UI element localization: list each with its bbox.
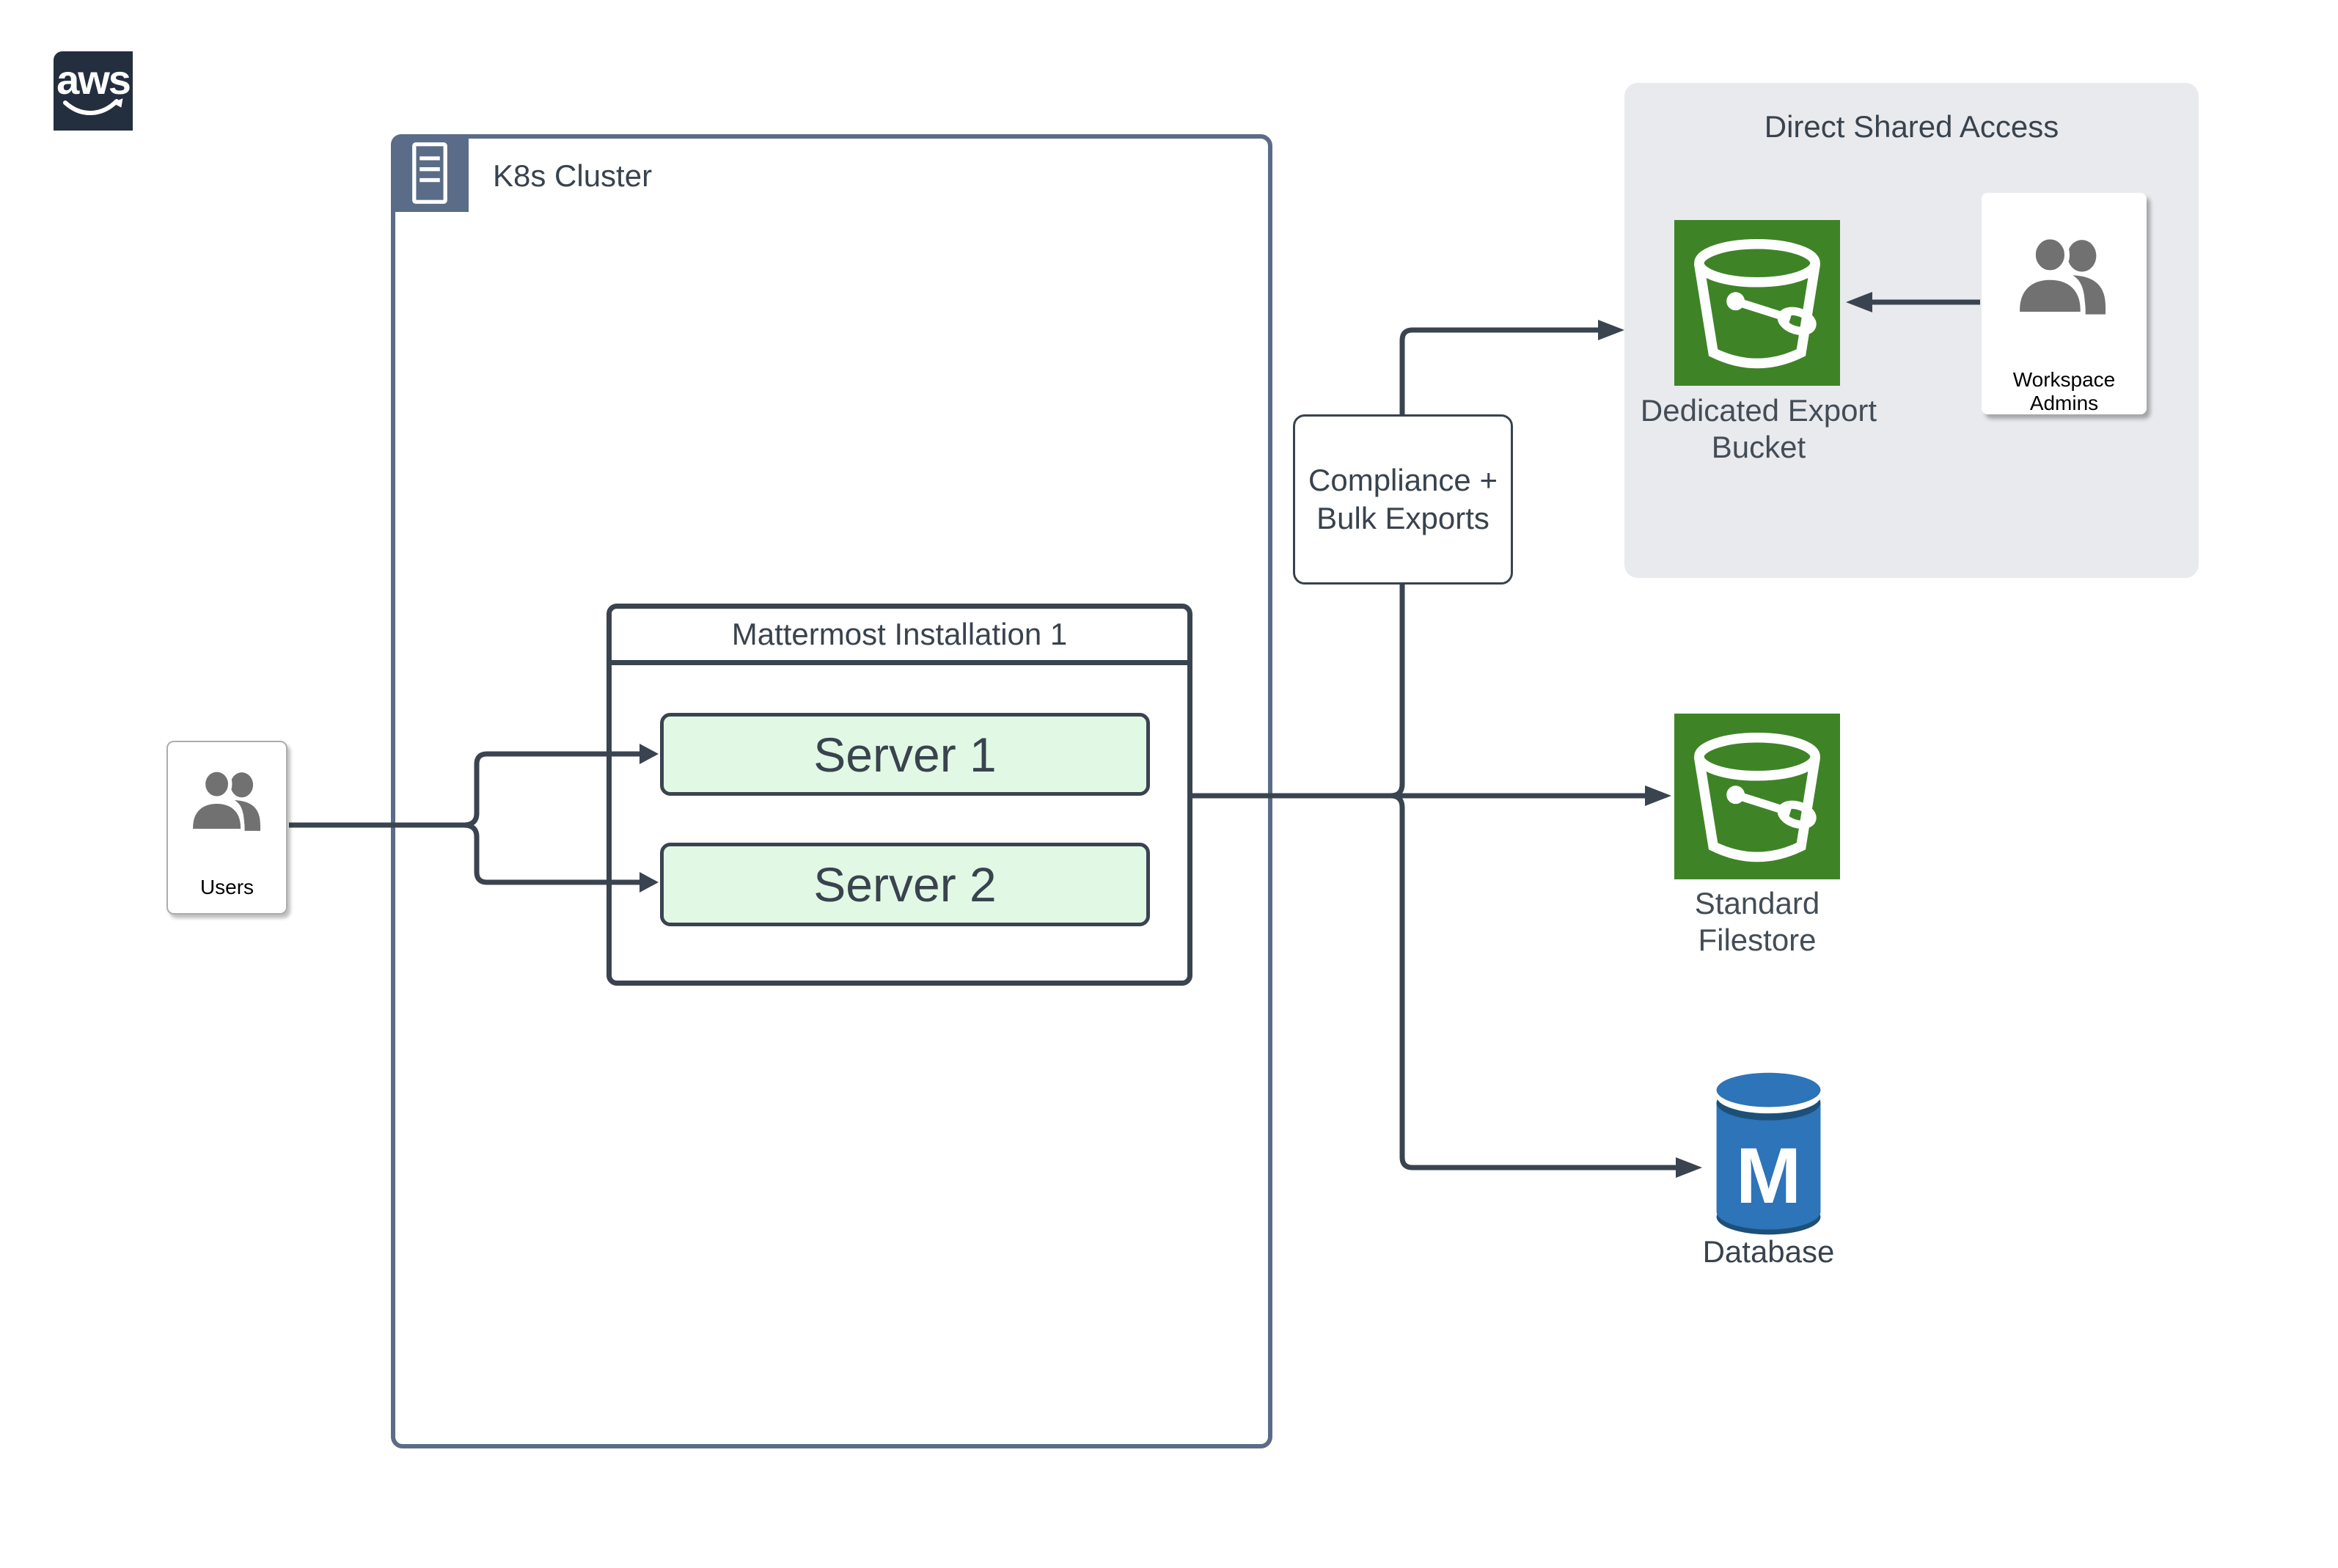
k8s-cluster-label: K8s Cluster: [493, 158, 653, 193]
compliance-label-line2: Bulk Exports: [1316, 501, 1489, 535]
database-label: Database: [1702, 1234, 1835, 1269]
server-1-node: Server 1: [660, 713, 1150, 796]
mattermost-installation-title: Mattermost Installation 1: [612, 609, 1187, 665]
server-rack-icon: [412, 142, 447, 204]
database-letter: M: [1736, 1132, 1801, 1220]
arrowhead-admins-to-bucket: [1846, 292, 1872, 312]
workspace-admins-card: Workspace Admins: [1982, 193, 2147, 414]
arrowhead-server-1: [640, 744, 659, 764]
server-1-label: Server 1: [813, 727, 997, 782]
compliance-bulk-exports-node: Compliance + Bulk Exports: [1293, 414, 1513, 585]
dedicated-label-line1: Dedicated Export: [1640, 393, 1877, 428]
dedicated-label-line2: Bucket: [1711, 430, 1806, 464]
standard-filestore-icon: [1674, 714, 1840, 879]
arrowhead-filestore: [1645, 785, 1671, 806]
k8s-cluster-container: [391, 134, 1272, 1448]
connector-trunk-to-database: [1399, 807, 1676, 1170]
aws-logo-text: aws: [56, 56, 131, 103]
standard-filestore-label: Standard Filestore: [1647, 885, 1867, 959]
users-label: Users: [199, 876, 254, 898]
users-icon: [188, 768, 260, 833]
server-2-label: Server 2: [813, 857, 997, 912]
arrowhead-server-2: [640, 872, 659, 893]
database-cylinder-glyph: M: [1716, 1072, 1821, 1235]
s3-bucket-glyph: [1694, 732, 1820, 862]
database-icon: M: [1705, 1071, 1832, 1237]
filestore-label-line2: Filestore: [1698, 923, 1817, 957]
connector-trunk-to-export-bucket: [1390, 327, 1598, 808]
workspace-admins-icon: [2015, 234, 2106, 318]
arrowhead-export-bucket: [1598, 320, 1624, 340]
aws-logo: aws: [54, 51, 133, 131]
arrowhead-database: [1676, 1157, 1702, 1178]
filestore-label-line1: Standard: [1694, 886, 1820, 920]
workspace-admins-label: Workspace Admins: [2012, 368, 2116, 414]
dedicated-export-bucket-label: Dedicated Export Bucket: [1619, 392, 1898, 466]
k8s-badge: [391, 134, 469, 212]
compliance-label-line1: Compliance +: [1308, 463, 1498, 497]
connector-users-branch-bracket: [463, 751, 488, 885]
server-2-node: Server 2: [660, 843, 1150, 926]
s3-bucket-glyph: [1694, 238, 1820, 369]
direct-shared-access-title: Direct Shared Access: [1764, 109, 2059, 144]
users-card: Users: [166, 741, 287, 915]
aws-swoosh-icon: [63, 98, 123, 115]
dedicated-export-bucket-icon: [1674, 220, 1840, 386]
